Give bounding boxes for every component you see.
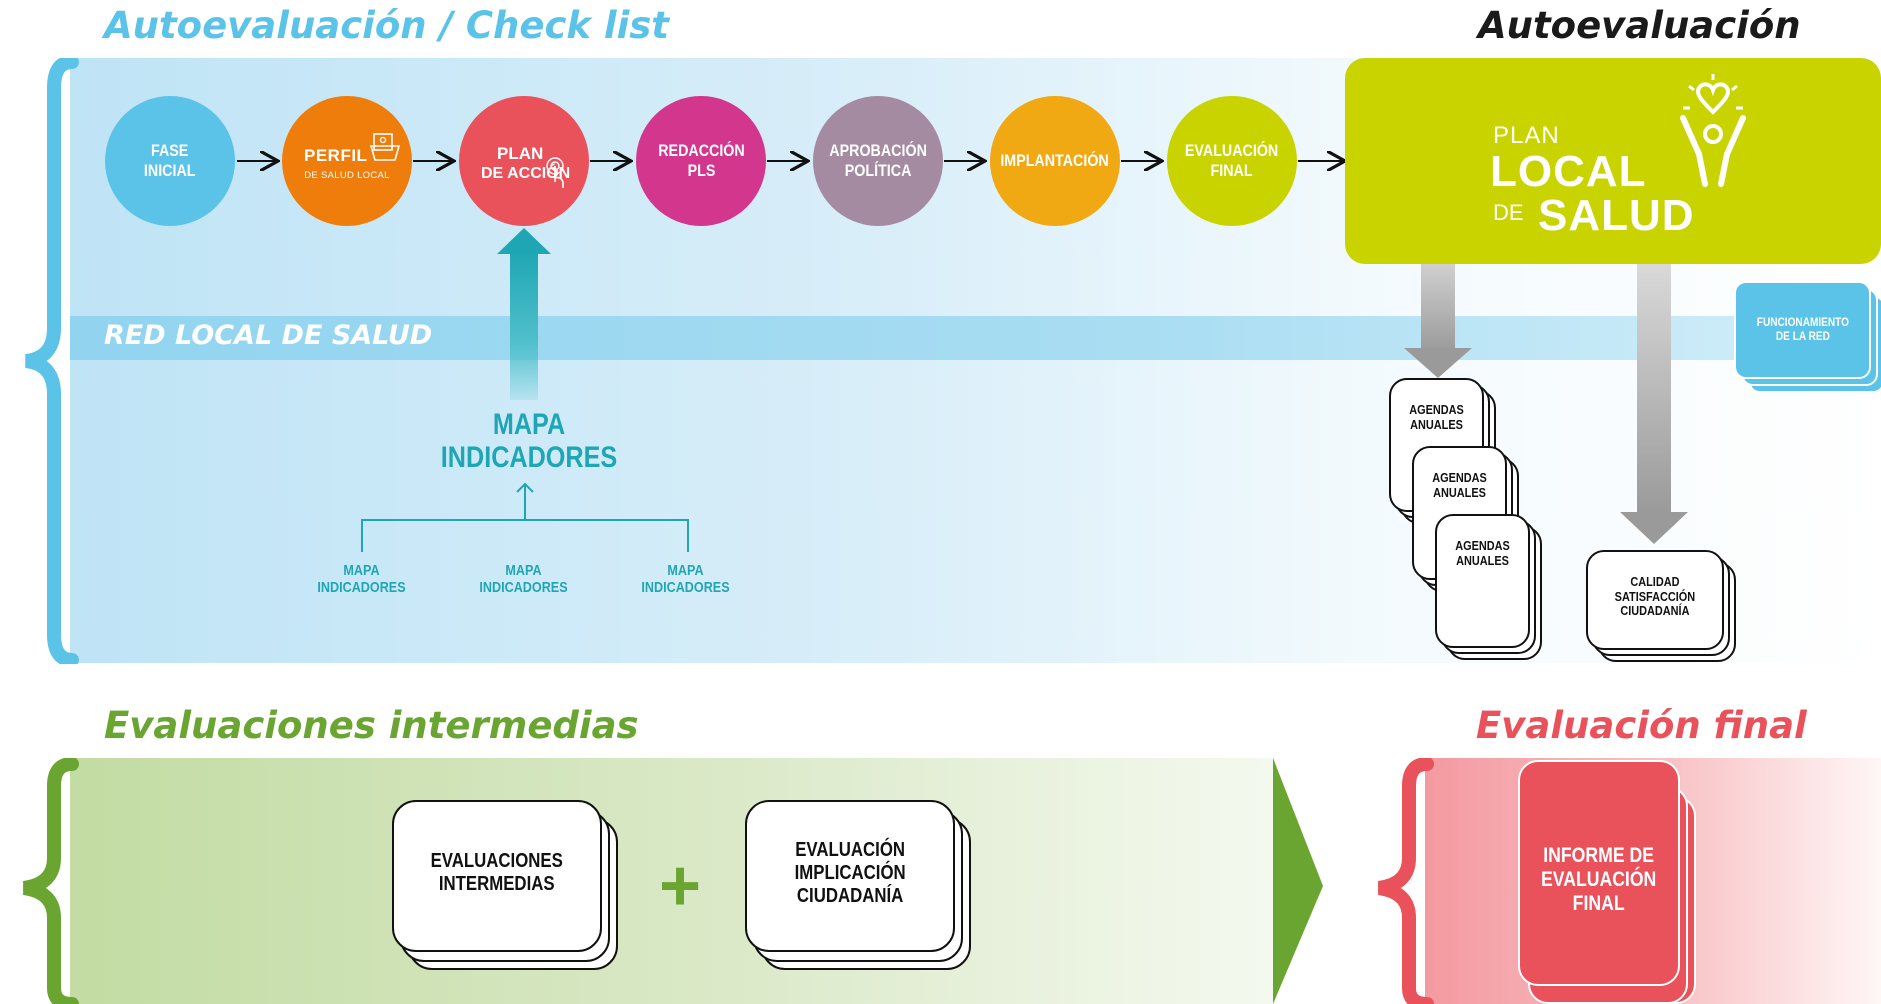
mapa-indicadores-title: MAPA INDICADORES (440, 408, 618, 474)
evaluacion-implicacion-label: EVALUACIÓN IMPLICACIÓN CIUDADANÍA (794, 838, 906, 907)
phase-evaluacion-final: EVALUACIÓN FINAL (1167, 96, 1297, 226)
touch-icon (546, 157, 564, 188)
phase-redaccion-label: REDACCIÓN PLS (657, 140, 745, 180)
agenda-label-2: AGENDAS ANUALES (1432, 470, 1487, 500)
phase-perfil: PERFIL DE SALUD LOCAL (282, 96, 412, 226)
phase-plan-label: PLAN (497, 144, 544, 163)
calidad-card (1586, 550, 1724, 650)
brace-top (24, 58, 79, 664)
phase-perfil-sub: DE SALUD LOCAL (304, 170, 390, 181)
phase-fase-inicial-label: FASE INICIAL (144, 140, 196, 180)
phase-connectors (237, 0, 1881, 300)
folder-icon (370, 133, 400, 161)
gray-arrow-agendas-head (1404, 348, 1472, 378)
phase-fase-inicial: FASE INICIAL (105, 96, 235, 226)
phase-aprobacion-label: APROBACIÓN POLÍTICA (829, 140, 927, 180)
evaluaciones-intermedias-label: EVALUACIONES INTERMEDIAS (430, 850, 564, 895)
logo-salud: SALUD (1538, 191, 1695, 240)
mapa-tree-lines (361, 482, 689, 552)
informe-label: INFORME DE EVALUACIÓN FINAL (1541, 843, 1657, 916)
header-evaluacion-final: Evaluación final (1476, 704, 1807, 747)
brace-intermedias (22, 758, 79, 1004)
phase-aprobacion-politica: APROBACIÓN POLÍTICA (813, 96, 943, 226)
informe-card (1518, 760, 1680, 986)
phase-redaccion-pls: REDACCIÓN PLS (636, 96, 766, 226)
logo-de: DE (1493, 200, 1524, 225)
brace-final (1377, 758, 1434, 1004)
agenda-label-3: AGENDAS ANUALES (1455, 538, 1510, 568)
agenda-card-3 (1435, 514, 1530, 648)
calidad-label: CALIDAD SATISFACCIÓN CIUDADANÍA (1614, 573, 1696, 619)
header-autoevaluacion: Autoevaluación (1478, 4, 1801, 47)
teal-arrow-shaft (510, 252, 538, 400)
phase-plan-accion: PLAN DE ACCIÓN (459, 96, 589, 226)
heart-person-icon (1680, 74, 1746, 187)
gray-arrow-agendas (1421, 264, 1455, 352)
phase-implantacion-label: IMPLANTACIÓN (1000, 150, 1110, 170)
phase-perfil-label: PERFIL (304, 146, 368, 165)
plus-sign: + (658, 846, 702, 926)
header-evaluaciones-intermedias: Evaluaciones intermedias (104, 704, 639, 747)
funcionamiento-stack: FUNCIONAMIENTO DE LA RED (1734, 281, 1881, 393)
gray-arrow-calidad (1637, 264, 1671, 514)
intermedias-panel (70, 758, 1275, 1004)
plan-local-salud-logo: PLAN LOCAL DE SALUD (1345, 58, 1881, 264)
mapa-child-2: MAPA INDICADORES (479, 562, 569, 597)
evaluaciones-intermedias-card (392, 800, 602, 952)
red-local-label: RED LOCAL DE SALUD (104, 320, 433, 351)
funcionamiento-label: FUNCIONAMIENTO DE LA RED (1756, 315, 1849, 343)
mapa-child-3: MAPA INDICADORES (641, 562, 731, 597)
logo-local: LOCAL (1490, 147, 1647, 196)
red-local-band (70, 316, 1881, 360)
phase-evaluacion-label: EVALUACIÓN FINAL (1185, 140, 1279, 180)
green-chevron (1273, 758, 1323, 1004)
phase-implantacion: IMPLANTACIÓN (990, 96, 1120, 226)
teal-arrow-head (497, 228, 551, 254)
gray-arrow-calidad-head (1620, 512, 1688, 544)
agenda-label-1: AGENDAS ANUALES (1409, 402, 1464, 432)
evaluacion-implicacion-card (745, 800, 955, 952)
mapa-child-1: MAPA INDICADORES (317, 562, 407, 597)
header-autoevaluacion-checklist: Autoevaluación / Check list (104, 4, 669, 47)
logo-plan: PLAN (1493, 122, 1560, 149)
